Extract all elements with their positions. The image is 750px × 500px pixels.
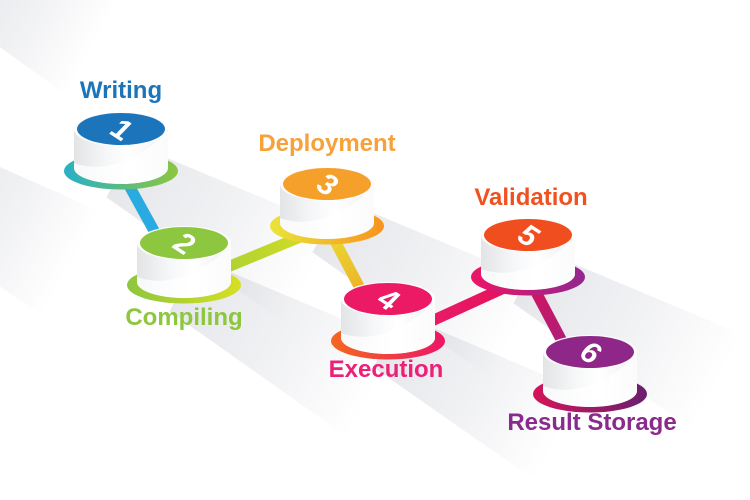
step-2-body-highlight — [137, 245, 231, 298]
step-2-label: Compiling — [125, 304, 243, 331]
step-4-node: 4 — [331, 281, 445, 360]
shadow-beam-4 — [373, 314, 616, 500]
step-5-label: Validation — [474, 184, 588, 211]
step-6-label: Result Storage — [507, 409, 677, 436]
shadow-beam-2 — [169, 258, 436, 460]
step-6-disc — [546, 336, 634, 368]
shadow-beam-5 — [513, 250, 750, 452]
shadow-beam-3 — [312, 199, 579, 401]
step-3-node: 3 — [270, 167, 384, 245]
shadow-beam-left-edge — [0, 145, 127, 332]
step-4-label: Execution — [328, 356, 444, 383]
step-2-disc — [140, 227, 228, 259]
step-6-body-highlight — [543, 354, 637, 407]
step-5-disc — [484, 219, 572, 251]
step-5-body-highlight — [481, 237, 575, 290]
shadow-beam-1 — [106, 144, 373, 346]
step-5-node: 5 — [471, 218, 585, 296]
step-1-node: 1 — [64, 112, 178, 190]
step-3-label: Deployment — [258, 130, 396, 157]
step-4-body-highlight — [341, 301, 435, 354]
step-3-disc — [283, 168, 371, 200]
step-3-body-highlight — [280, 186, 374, 239]
step-1-body-highlight — [74, 131, 168, 184]
step-6-node: 6 — [533, 335, 647, 413]
shadow-beam-corner — [0, 0, 161, 111]
step-1-disc — [77, 113, 165, 145]
step-4-disc — [344, 283, 432, 315]
step-2-node: 2 — [127, 225, 241, 304]
step-1-label: Writing — [79, 77, 163, 104]
